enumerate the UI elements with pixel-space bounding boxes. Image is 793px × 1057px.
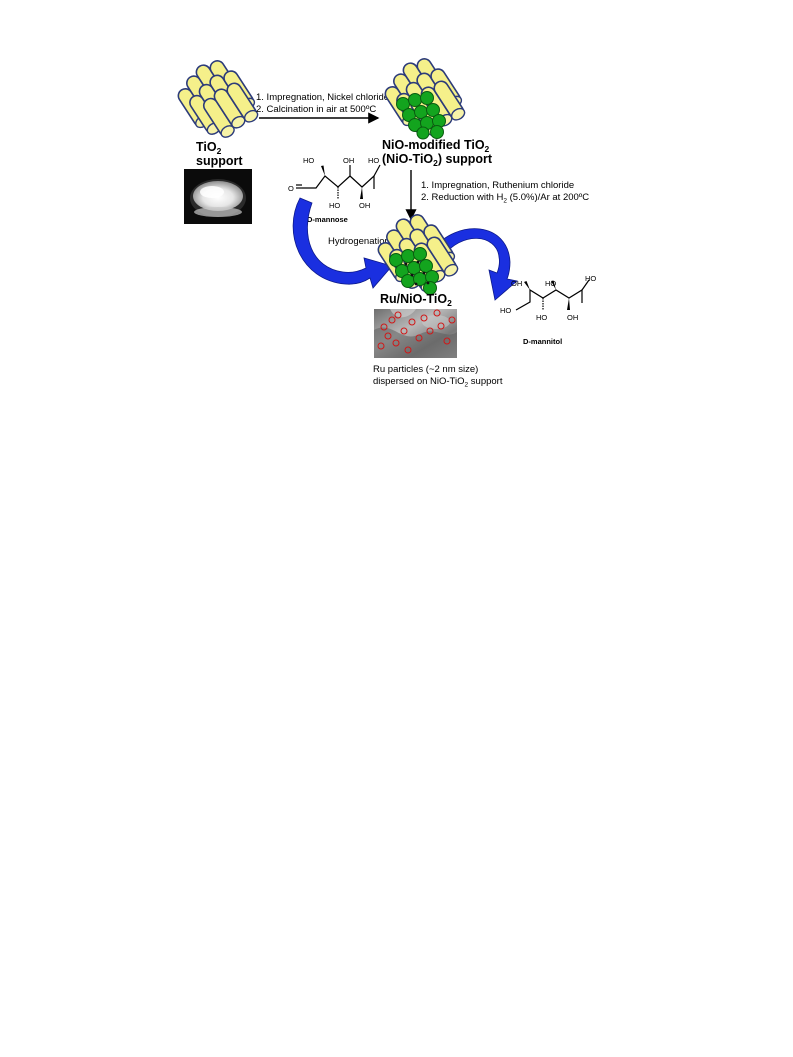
mannitol-oh-6: OH (567, 313, 578, 322)
mannose-carbonyl-o: O (288, 184, 294, 193)
d-mannose-structure: O HO OH HO HO OH D-mannose (288, 156, 381, 224)
mannose-oh-2: OH (343, 156, 354, 165)
step2-line2: 2. Reduction with H2 (5.0%)/Ar at 200ºC (421, 192, 589, 205)
catalyst-to-mannitol-arrow (431, 228, 518, 301)
mannitol-oh-2: OH (511, 279, 522, 288)
ru-nio-tio2-rod-bundle (374, 211, 461, 295)
tio2-support-label-2: support (196, 154, 243, 168)
ru-particles (404, 260, 430, 286)
d-mannitol-structure: HO OH HO HO HO OH D-mannitol (500, 274, 596, 346)
mannose-name: D-mannose (307, 215, 348, 224)
nio-support-label-2: (NiO-TiO2) support (382, 152, 493, 168)
tem-image (374, 309, 457, 358)
nio-support-label: NiO-modified TiO2 (382, 138, 490, 154)
tio2-powder-photo (184, 169, 252, 224)
mannitol-oh-4: HO (585, 274, 596, 283)
ru-particles-caption-1: Ru particles (~2 nm size) (373, 364, 478, 375)
mannose-oh-5: OH (359, 201, 370, 210)
mannitol-oh-1: HO (500, 306, 511, 315)
catalyst-label: Ru/NiO-TiO2 (380, 292, 452, 308)
nio-particles (396, 91, 446, 140)
mannitol-oh-5: HO (536, 313, 547, 322)
mannose-oh-1: HO (303, 156, 314, 165)
step1-line1: 1. Impregnation, Nickel chloride (256, 92, 389, 103)
tem-ru-markers (377, 309, 456, 354)
ru-particles-caption-2: dispersed on NiO-TiO2 support (373, 376, 503, 389)
hydrogenation-label: Hydrogenation (328, 236, 390, 247)
tio2-rod-bundle (174, 57, 261, 141)
nio-particles-2 (389, 247, 439, 295)
mannose-oh-3: HO (368, 156, 379, 165)
tio2-support-label: TiO2 (196, 140, 222, 156)
step2-line1: 1. Impregnation, Ruthenium chloride (421, 180, 574, 191)
mannose-oh-4: HO (329, 201, 340, 210)
mannitol-name: D-mannitol (523, 337, 562, 346)
step1-line2: 2. Calcination in air at 500ºC (256, 104, 376, 115)
mannitol-oh-3: HO (545, 279, 556, 288)
nio-tio2-rod-bundle (381, 55, 468, 140)
